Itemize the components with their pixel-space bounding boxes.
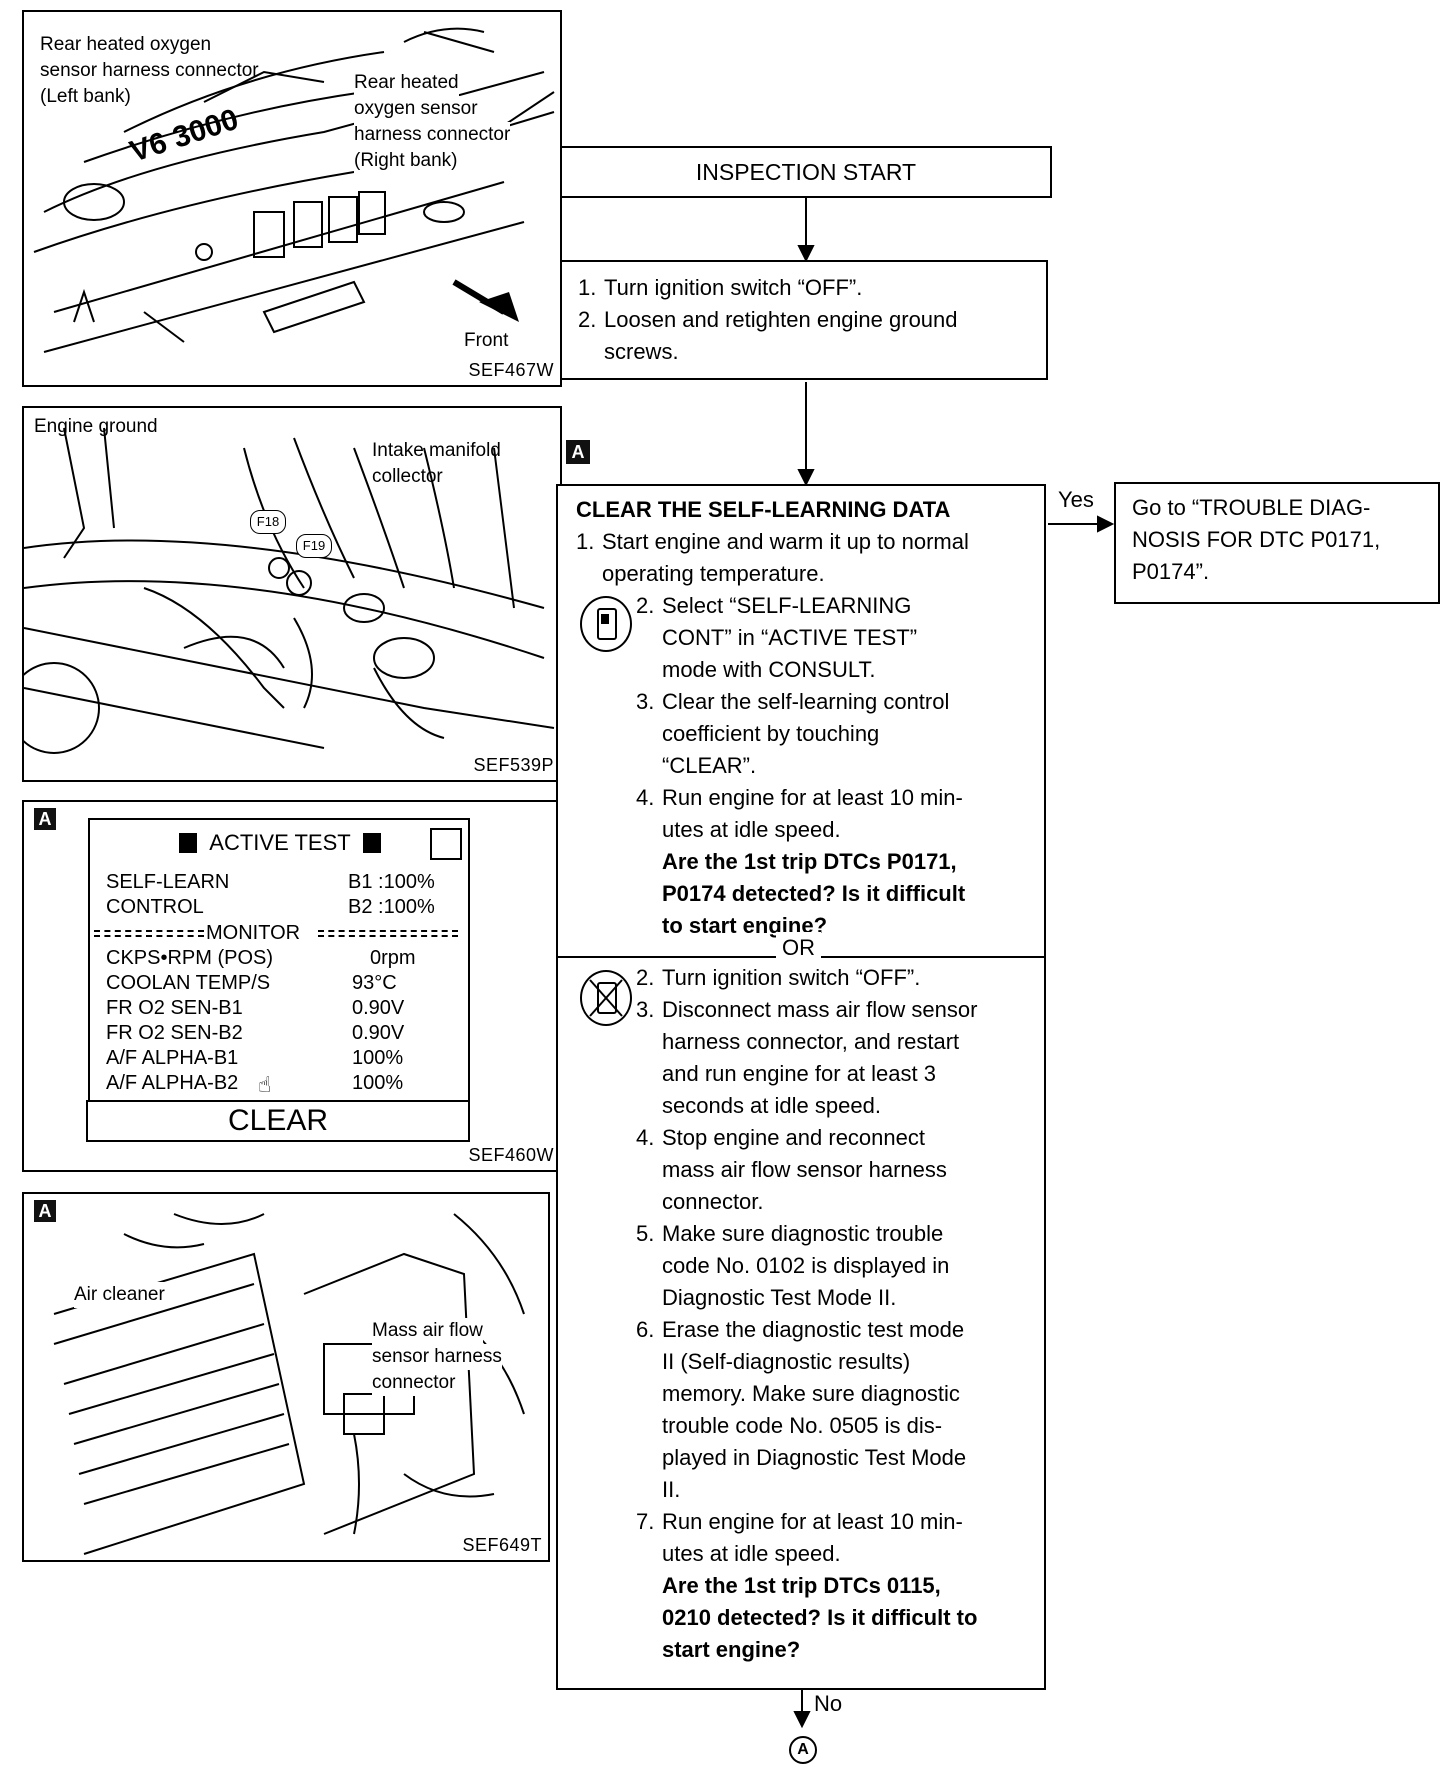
label-right-bank-line1: Rear heated (354, 70, 459, 96)
screen-corner-box[interactable] (430, 828, 462, 860)
row-name: COOLAN TEMP/S (106, 972, 271, 994)
list-item: 3.Disconnect mass air flow sensor (636, 997, 978, 1022)
figure-air-cleaner: A Air cleaner Mass air flow sensor harne… (22, 1192, 550, 1562)
row-name: CKPS•RPM (POS) (106, 947, 274, 969)
consult-steps: 2.Select “SELF-LEARNING CONT” in “ACTIVE… (558, 590, 1048, 942)
figure-code: SEF649T (462, 1535, 542, 1555)
label-right-bank-line3: harness connector (354, 122, 511, 148)
engine-cover-text: V6 3000 (126, 103, 243, 169)
figure-code: SEF460W (468, 1145, 554, 1165)
figure-active-test-screen: A ACTIVE TEST SELF-LEARN CONTROL B1 :100… (22, 800, 562, 1172)
inspection-start-label: INSPECTION START (695, 159, 917, 185)
list-item: 7.Run engine for at least 10 min- (636, 1509, 963, 1534)
figure-code: SEF539P (473, 755, 554, 775)
row-name: CONTROL (106, 896, 204, 918)
monitor-values: 0rpm 93°C 0.90V 0.90V 100% 100% (352, 946, 416, 1096)
step-badge-a: A (34, 1200, 56, 1222)
question-2: Are the 1st trip DTCs 0115, (662, 1573, 941, 1598)
maf-label-line1: Mass air flow (372, 1318, 483, 1344)
row-value: 100% (352, 1047, 404, 1069)
connector-f18-badge: F18 (250, 510, 286, 534)
front-arrow-icon (452, 279, 519, 322)
title-block-icon (362, 833, 381, 853)
step1-box: 1.Turn ignition switch “OFF”. 2.Loosen a… (560, 260, 1048, 380)
label-right-bank-line2: oxygen sensor (354, 96, 478, 122)
row-name: FR O2 SEN-B2 (106, 1022, 243, 1044)
consult-tester-icon (580, 596, 632, 652)
goto-text: Go to “TROUBLE DIAG- NOSIS FOR DTC P0171… (1132, 495, 1381, 584)
intake-label-line2: collector (372, 466, 443, 487)
trouble-diagnosis-box: Go to “TROUBLE DIAG- NOSIS FOR DTC P0171… (1114, 482, 1440, 604)
row-value: B2 :100% (348, 896, 435, 918)
active-test-title: ACTIVE TEST (170, 830, 390, 856)
self-learn-values: B1 :100% B2 :100% (348, 870, 435, 920)
maf-label-line2: sensor harness (372, 1344, 502, 1370)
connector-f19-badge: F19 (296, 534, 332, 558)
list-item: 3.Clear the self-learning control (636, 689, 950, 714)
figure-oxygen-sensor-connectors: V6 3000 Rear heated oxygen sensor harnes… (22, 10, 562, 387)
engine-illustration-3 (53, 1213, 525, 1555)
row-name: FR O2 SEN-B1 (106, 997, 243, 1019)
list-item: screws. (604, 339, 679, 364)
list-item: 1.Turn ignition switch “OFF”. (578, 275, 863, 300)
section-title: CLEAR THE SELF-LEARNING DATA (576, 497, 951, 522)
list-item: 4.Stop engine and reconnect (636, 1125, 925, 1150)
label-left-bank-line2: sensor harness connector (40, 60, 259, 81)
consult-screen: ACTIVE TEST SELF-LEARN CONTROL B1 :100% … (88, 818, 470, 1102)
list-item: 2.Turn ignition switch “OFF”. (636, 965, 921, 990)
maf-label-line3: connector (372, 1370, 456, 1396)
inspection-start-box: INSPECTION START (560, 146, 1052, 198)
list-item: 2.Select “SELF-LEARNING (636, 593, 912, 618)
clear-self-learning-box: CLEAR THE SELF-LEARNING DATA 1.Start eng… (556, 484, 1046, 1690)
monitor-names: CKPS•RPM (POS) COOLAN TEMP/S FR O2 SEN-B… (106, 946, 273, 1096)
self-learn-rows: SELF-LEARN CONTROL (106, 870, 229, 920)
list-item: 2.Loosen and retighten engine ground (578, 307, 958, 332)
label-left-bank-line1: Rear heated oxygen (40, 34, 212, 55)
list-item: 6.Erase the diagnostic test mode (636, 1317, 965, 1342)
continue-connector-a[interactable]: A (789, 1736, 817, 1764)
row-name: A/F ALPHA-B2 (106, 1072, 239, 1094)
row-value: 100% (352, 1072, 404, 1094)
row-name: A/F ALPHA-B1 (106, 1047, 239, 1069)
label-right-bank-line4: (Right bank) (354, 148, 458, 174)
monitor-divider: MONITOR (94, 922, 460, 944)
row-value: 0rpm (370, 947, 416, 969)
step-badge-a: A (34, 808, 56, 830)
engine-ground-label: Engine ground (34, 416, 158, 437)
figure-code: SEF467W (468, 360, 554, 380)
row-value: 0.90V (352, 997, 405, 1019)
no-consult-steps: 2.Turn ignition switch “OFF”. 3.Disconne… (558, 962, 1048, 1666)
or-label: OR (776, 932, 821, 964)
question-1: Are the 1st trip DTCs P0171, (662, 849, 957, 874)
clear-button[interactable]: CLEAR (86, 1100, 470, 1142)
figure-engine-ground: Engine ground Intake manifold collector … (22, 406, 562, 782)
engine-illustration-2 (24, 427, 555, 754)
no-tools-icon (580, 970, 632, 1026)
label-left-bank-line3: (Left bank) (40, 86, 131, 107)
row-value: 93°C (352, 972, 397, 994)
step-badge-a: A (566, 440, 590, 464)
intake-label-line1: Intake manifold (372, 440, 501, 461)
row-value: B1 :100% (348, 871, 435, 893)
list-item: 4.Run engine for at least 10 min- (636, 785, 963, 810)
monitor-label: MONITOR (206, 922, 301, 944)
air-cleaner-label: Air cleaner (74, 1282, 165, 1308)
pointing-hand-icon: ☝ (258, 1072, 272, 1097)
no-label: No (814, 1691, 843, 1716)
step1-list: 1.Turn ignition switch “OFF”. 2.Loosen a… (578, 272, 958, 368)
row-value: 0.90V (352, 1022, 405, 1044)
list-item: 5.Make sure diagnostic trouble (636, 1221, 944, 1246)
row-name: SELF-LEARN (106, 871, 230, 893)
engine-illustration-1: V6 3000 (33, 27, 555, 353)
main-step1: 1.Start engine and warm it up to normal … (576, 529, 969, 586)
title-block-icon (179, 833, 198, 853)
yes-label: Yes (1058, 487, 1094, 512)
front-label: Front (464, 330, 509, 351)
